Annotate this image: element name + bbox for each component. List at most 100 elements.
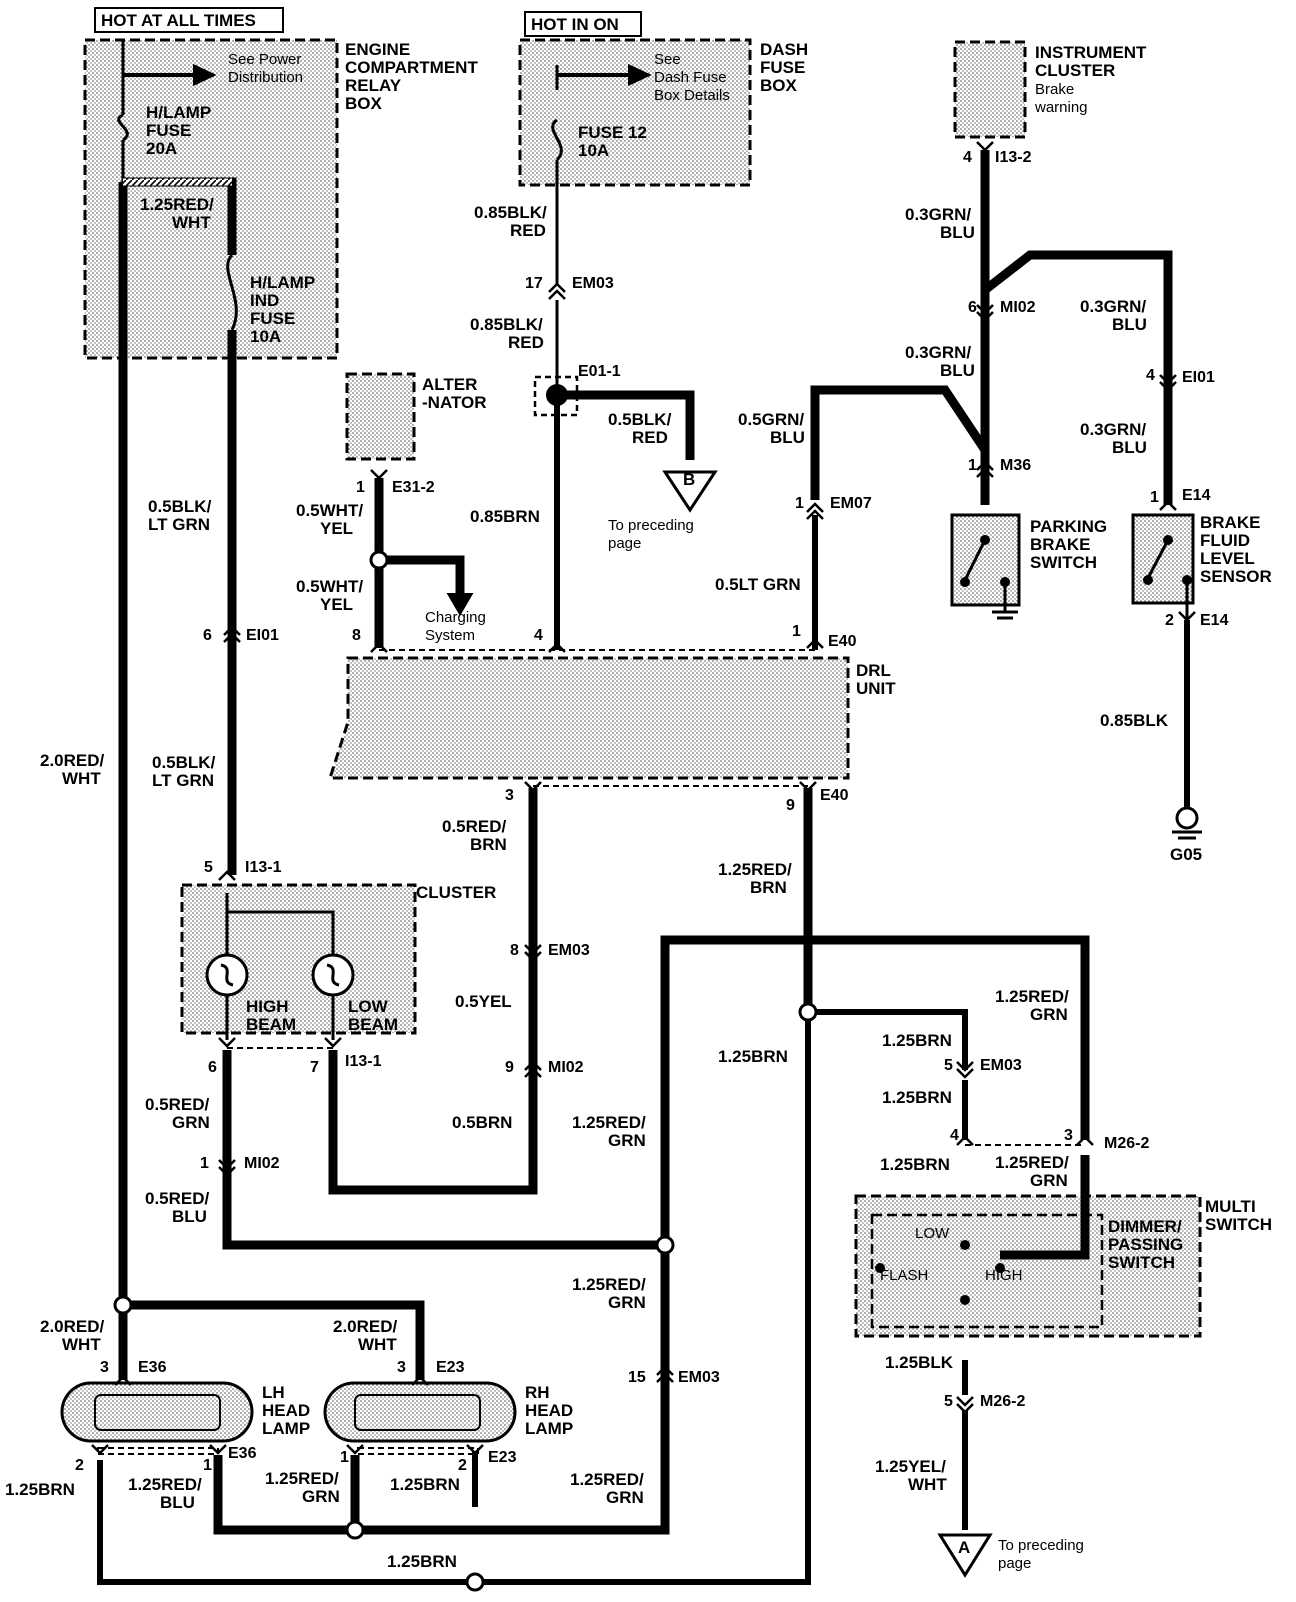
splice-cluster-red-grn xyxy=(655,1235,675,1255)
chevron-i13-1-6 xyxy=(218,1037,236,1048)
svg-text:Dash Fuse: Dash Fuse xyxy=(654,69,727,86)
svg-text:INSTRUMENT: INSTRUMENT xyxy=(1035,43,1147,62)
chevron-drl-8 xyxy=(370,642,388,653)
svg-text:BLU: BLU xyxy=(172,1207,207,1226)
svg-text:0.5BLK/: 0.5BLK/ xyxy=(152,753,216,772)
svg-text:BEAM: BEAM xyxy=(246,1015,296,1034)
e14-1-pin: 1 xyxy=(1150,489,1159,506)
chevron-i13-2 xyxy=(976,141,994,152)
lh-head-lamp-title: LH HEAD LAMP xyxy=(262,1383,310,1438)
em03-5-pin: 5 xyxy=(944,1057,953,1074)
dash-fuse-box xyxy=(518,38,752,187)
svg-text:Brake: Brake xyxy=(1035,81,1074,98)
cluster-title: CLUSTER xyxy=(416,883,496,902)
wire-05red-grn xyxy=(222,1050,665,1250)
svg-text:HIGH: HIGH xyxy=(246,997,289,1016)
parking-brake-switch-box xyxy=(950,513,1021,607)
svg-text:H/LAMP: H/LAMP xyxy=(250,273,315,292)
see-dash-arrowhead xyxy=(628,63,652,87)
brake-fluid-lever xyxy=(1146,539,1170,579)
drl-pin-1: 1 xyxy=(792,623,801,640)
svg-text:warning: warning xyxy=(1034,99,1088,116)
svg-text:PASSING: PASSING xyxy=(1108,1235,1183,1254)
svg-text:BRN: BRN xyxy=(750,878,787,897)
see-dash-fuse-box-details: See Dash Fuse Box Details xyxy=(654,51,730,104)
chevron-e14-1 xyxy=(1159,500,1177,511)
svg-text:LOW: LOW xyxy=(348,997,389,1016)
svg-text:HEAD: HEAD xyxy=(262,1401,310,1420)
svg-text:Distribution: Distribution xyxy=(228,69,303,86)
wire-20red-wht-label: 2.0RED/ WHT xyxy=(40,751,105,788)
svg-text:0.85BLK/: 0.85BLK/ xyxy=(470,315,543,334)
svg-text:1.25RED/: 1.25RED/ xyxy=(140,195,214,214)
svg-text:GRN: GRN xyxy=(608,1293,646,1312)
wire-125brn-r1-label: 1.25BRN xyxy=(882,1031,952,1050)
mi02-1-conn: MI02 xyxy=(244,1155,280,1172)
chevron-i13-1-top xyxy=(218,870,236,881)
svg-text:DRL: DRL xyxy=(856,661,891,680)
rh-head-lamp-inner xyxy=(354,1394,481,1431)
wire-085blk-red-mid-label: 0.85BLK/ RED xyxy=(470,315,544,352)
chevron-e36-1 xyxy=(209,1444,227,1455)
svg-text:System: System xyxy=(425,627,475,644)
chevron-drl-4 xyxy=(548,642,566,653)
e31-2-conn: E31-2 xyxy=(392,479,435,496)
ref-b-letter: B xyxy=(683,470,695,489)
ei01-l-conn: EI01 xyxy=(246,627,279,644)
mi02-9-conn: MI02 xyxy=(548,1059,584,1076)
fuse-hlamp-20a xyxy=(117,113,129,142)
svg-text:0.3GRN/: 0.3GRN/ xyxy=(1080,420,1146,439)
svg-text:FUSE: FUSE xyxy=(760,58,805,77)
wire-125brn-r3-label: 1.25BRN xyxy=(880,1155,950,1174)
e23-bot-conn: E23 xyxy=(488,1449,517,1466)
rh-lamp-pin-bar xyxy=(357,1447,479,1455)
wire-125red-grn-f-label: 1.25RED/ GRN xyxy=(265,1469,340,1506)
engine-relay-box-title: ENGINE COMPARTMENT RELAY BOX xyxy=(345,40,478,113)
chevron-drl-3 xyxy=(524,781,542,792)
svg-text:1.25RED/: 1.25RED/ xyxy=(570,1470,644,1489)
m26-2-pin3: 3 xyxy=(1064,1127,1073,1144)
rh-head-lamp-title: RH HEAD LAMP xyxy=(525,1383,573,1438)
svg-text:RELAY: RELAY xyxy=(345,76,402,95)
wire-125brn-mid-label: 1.25BRN xyxy=(718,1047,788,1066)
splice-e01-1 xyxy=(546,384,568,406)
e23-3-pin: 3 xyxy=(397,1359,406,1376)
e23-2-pin: 2 xyxy=(458,1457,467,1474)
chevron-m26-2-3 xyxy=(1076,1135,1094,1146)
chevron-ei01-r xyxy=(1159,374,1177,392)
wire-05red-brn xyxy=(328,788,538,1195)
i13-2-conn: I13-2 xyxy=(995,149,1032,166)
e36-2-pin: 2 xyxy=(75,1457,84,1474)
m36-pin: 1 xyxy=(968,457,977,474)
ref-a-triangle xyxy=(937,1533,993,1578)
splice-alternator xyxy=(369,550,389,570)
wire-05grn-blu xyxy=(810,385,989,500)
svg-text:MULTI: MULTI xyxy=(1205,1197,1256,1216)
svg-text:1.25YEL/: 1.25YEL/ xyxy=(875,1457,946,1476)
svg-text:HEAD: HEAD xyxy=(525,1401,573,1420)
wire-05yel-label: 0.5YEL xyxy=(455,992,512,1011)
dimmer-passing-switch-title: DIMMER/ PASSING SWITCH xyxy=(1108,1217,1183,1272)
mi02-6-pin: 6 xyxy=(968,299,977,316)
svg-text:LAMP: LAMP xyxy=(262,1419,310,1438)
multi-switch-box xyxy=(854,1194,1202,1338)
svg-text:BRAKE: BRAKE xyxy=(1200,513,1260,532)
chevron-e31-2 xyxy=(370,469,388,480)
chevron-m26-2-4 xyxy=(956,1135,974,1146)
svg-text:GRN: GRN xyxy=(606,1488,644,1507)
svg-text:WHT: WHT xyxy=(358,1335,397,1354)
m26-2-bot-pin: 5 xyxy=(944,1393,953,1410)
em07-conn: EM07 xyxy=(830,495,872,512)
svg-text:SWITCH: SWITCH xyxy=(1205,1215,1272,1234)
svg-text:FUSE 12: FUSE 12 xyxy=(578,123,647,142)
svg-text:RED: RED xyxy=(632,428,668,447)
wire-085blk-red-top-label: 0.85BLK/ RED xyxy=(474,203,547,240)
wire-05ltgrn-label: 0.5LT GRN xyxy=(715,575,801,594)
splice-bottom-brn xyxy=(465,1572,485,1592)
svg-text:FUSE: FUSE xyxy=(250,309,295,328)
em03-17-pin: 17 xyxy=(525,275,543,292)
wire-125red-blu-label: 1.25RED/ BLU xyxy=(128,1475,202,1512)
ground-g05-label: G05 xyxy=(1170,845,1202,864)
rh-head-lamp xyxy=(323,1381,517,1443)
brake-fluid-contact-2 xyxy=(1182,575,1192,585)
